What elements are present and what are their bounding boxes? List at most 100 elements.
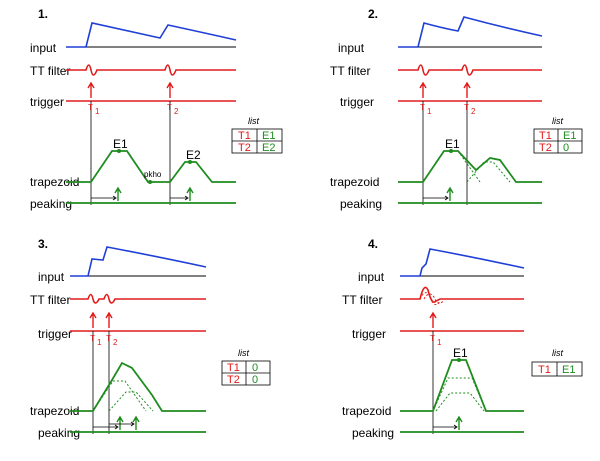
list-cell-t1: T1 (539, 130, 552, 142)
trigger-label-1: 1 (427, 107, 432, 116)
pulse-label-1: E1 (453, 346, 468, 360)
trigger-label-2: 2 (471, 107, 476, 116)
panel-4: 4. input TT filter trigger trapezoid pea… (342, 237, 583, 440)
label-trigger: trigger (352, 327, 386, 341)
list-cell-e1: E1 (262, 130, 275, 142)
label-input: input (358, 270, 385, 284)
peak-marker-1 (117, 149, 121, 153)
trigger-label-2: 2 (174, 107, 179, 116)
label-tt-filter: TT filter (30, 64, 70, 78)
label-input: input (30, 41, 57, 55)
pkho-marker (148, 180, 152, 184)
list-cell-t1: T1 (238, 130, 251, 142)
panel-2-number: 2. (368, 7, 378, 21)
tt-filter-dashed-1 (419, 292, 441, 306)
first-pulse-dashed (457, 150, 481, 183)
input-waveform (70, 246, 207, 277)
list-cell-t2: T2 (227, 374, 240, 386)
pileup-pulse-dashed (466, 161, 511, 183)
list-cell-zero: 0 (252, 374, 258, 386)
input-waveform (66, 22, 237, 48)
trapezoid-waveform (70, 361, 206, 412)
trigger-tick-2: T (167, 103, 172, 112)
peak-marker-1 (457, 358, 461, 362)
label-tt-filter: TT filter (30, 293, 70, 307)
list-title: list (552, 348, 563, 358)
trigger-label-1: 1 (95, 107, 100, 116)
panel-3-number: 3. (38, 237, 48, 251)
peaking-arrow-1 (446, 186, 454, 201)
list-title: list (238, 348, 249, 358)
list-cell-t1: T1 (227, 362, 240, 374)
peaking-span-2 (109, 421, 135, 427)
panel-1-number: 1. (38, 7, 48, 21)
trigger-tick-1: T (88, 103, 93, 112)
label-tt-filter: TT filter (342, 293, 382, 307)
trigger-tick-1: T (90, 334, 95, 343)
trigger-label-2: 2 (113, 338, 118, 347)
trapezoid-waveform (400, 359, 524, 412)
panel-4-number: 4. (368, 237, 378, 251)
list-cell-zero: 0 (252, 362, 258, 374)
label-trigger: trigger (30, 95, 64, 109)
peaking-arrow-2 (186, 186, 194, 201)
peaking-span-1 (433, 424, 458, 430)
trapezoid-waveform (398, 150, 542, 183)
list-cell-t1: T1 (538, 364, 551, 376)
label-peaking: peaking (352, 426, 394, 440)
trigger-label-1: 1 (437, 338, 442, 347)
tt-filter-waveform (398, 64, 542, 76)
label-tt-filter: TT filter (330, 64, 370, 78)
trigger-arrow-1 (419, 81, 427, 98)
tt-filter-waveform (400, 286, 524, 303)
label-trapezoid: trapezoid (30, 404, 79, 418)
tt-filter-waveform (70, 293, 206, 304)
list-cell-t2: T2 (238, 142, 251, 154)
list-cell-zero: 0 (563, 142, 569, 154)
label-peaking: peaking (38, 426, 80, 440)
list-title: list (552, 116, 563, 126)
tt-filter-dashed-2 (423, 293, 445, 304)
pulse-label-1: E1 (113, 137, 128, 151)
list-table: T1 0 T2 0 (221, 360, 271, 386)
input-waveform (398, 16, 543, 48)
label-trapezoid: trapezoid (30, 175, 79, 189)
peaking-arrow-1 (114, 186, 122, 201)
trigger-arrow-1 (89, 311, 97, 328)
label-input: input (38, 270, 65, 284)
trigger-tick-1: T (420, 103, 425, 112)
peak-marker-2 (188, 160, 192, 164)
tt-filter-waveform (66, 64, 236, 76)
panel-3: 3. input TT filter trigger trapezoid pea… (30, 237, 271, 440)
trigger-label-1: 1 (97, 338, 102, 347)
list-cell-e1: E1 (563, 130, 576, 142)
list-table: T1 E1 T2 E2 (231, 128, 283, 154)
pulse-dashed-2 (435, 392, 485, 412)
peaking-arrow-2 (132, 415, 140, 430)
pulse-label-2: E2 (186, 148, 201, 162)
peaking-span-1 (93, 424, 119, 430)
label-trapezoid: trapezoid (342, 404, 391, 418)
peak-marker-1 (449, 149, 453, 153)
first-pulse-dashed (92, 380, 147, 412)
trigger-tick-2: T (106, 334, 111, 343)
trigger-tick-1: T (430, 334, 435, 343)
label-trapezoid: trapezoid (330, 175, 379, 189)
trapezoid-waveform (66, 150, 236, 183)
trigger-tick-2: T (464, 103, 469, 112)
trigger-arrow-2 (166, 81, 174, 98)
trigger-arrow-1 (429, 311, 437, 328)
list-title: list (248, 116, 259, 126)
pulse-dashed-1 (432, 377, 487, 412)
trigger-arrow-2 (105, 311, 113, 328)
list-cell-e2: E2 (262, 142, 275, 154)
peaking-span-1 (91, 195, 117, 201)
pulse-label-1: E1 (445, 137, 460, 151)
label-peaking: peaking (30, 197, 72, 211)
label-trigger: trigger (340, 95, 374, 109)
peaking-arrow-1 (455, 415, 463, 430)
input-waveform (400, 248, 525, 277)
list-table: T1 E1 T2 0 (533, 128, 583, 154)
pkho-annotation: pkho (144, 170, 162, 179)
